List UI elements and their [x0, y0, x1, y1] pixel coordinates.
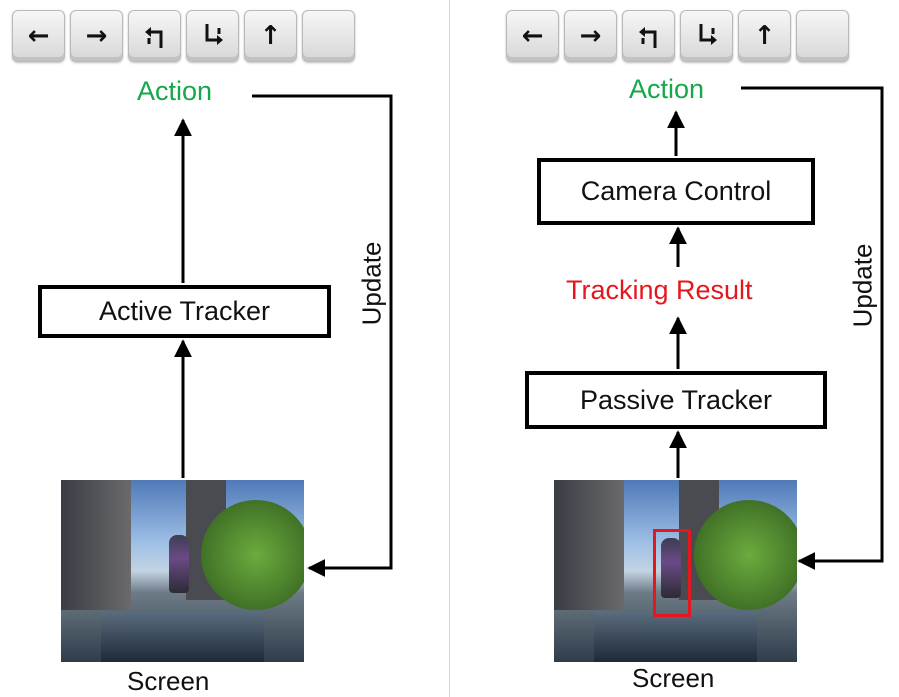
turn-left-icon — [144, 27, 162, 48]
right-building — [554, 480, 624, 610]
turn-right-icon — [205, 24, 223, 45]
tracking-result-label: Tracking Result — [566, 275, 753, 305]
left-water — [101, 612, 264, 662]
right-person — [661, 538, 681, 598]
left-key-up: ↑ — [244, 10, 297, 62]
arrow-right-icon: → — [85, 21, 108, 51]
right-key-up: ↑ — [738, 10, 791, 62]
right-key-turn-right — [680, 10, 733, 62]
tracking-bounding-box — [653, 529, 691, 617]
left-tree — [201, 500, 304, 610]
right-water — [594, 612, 757, 662]
arrow-left-icon: ← — [521, 21, 544, 51]
arrow-right-icon: → — [579, 21, 602, 51]
active-tracker-box: Active Tracker — [38, 285, 331, 338]
left-person — [169, 535, 189, 593]
left-building — [61, 480, 131, 610]
camera-control-box: Camera Control — [537, 158, 815, 225]
right-key-turn-left — [622, 10, 675, 62]
turn-left-icon — [638, 27, 656, 48]
left-key-blank — [302, 10, 355, 62]
arrow-up-icon: ↑ — [259, 21, 282, 51]
turn-right-icon — [699, 24, 717, 45]
right-action-keys: ← → ↑ — [506, 10, 849, 62]
right-key-blank — [796, 10, 849, 62]
right-key-left: ← — [506, 10, 559, 62]
left-screen-label: Screen — [127, 666, 210, 696]
panel-divider — [449, 0, 450, 697]
right-screen-image — [554, 480, 797, 662]
right-tree — [694, 500, 797, 610]
right-key-right: → — [564, 10, 617, 62]
arrow-up-icon: ↑ — [753, 21, 776, 51]
left-key-left: ← — [12, 10, 65, 62]
left-screen-image — [61, 480, 304, 662]
right-action-label: Action — [629, 74, 705, 104]
left-key-right: → — [70, 10, 123, 62]
right-screen-label: Screen — [632, 663, 715, 693]
left-key-turn-left — [128, 10, 181, 62]
left-action-label: Action — [137, 76, 213, 106]
arrow-left-icon: ← — [27, 21, 50, 51]
passive-tracker-box: Passive Tracker — [525, 371, 827, 429]
right-update-label: Update — [847, 243, 878, 328]
left-update-label: Update — [356, 241, 387, 326]
left-action-keys: ← → ↑ — [12, 10, 355, 62]
left-key-turn-right — [186, 10, 239, 62]
